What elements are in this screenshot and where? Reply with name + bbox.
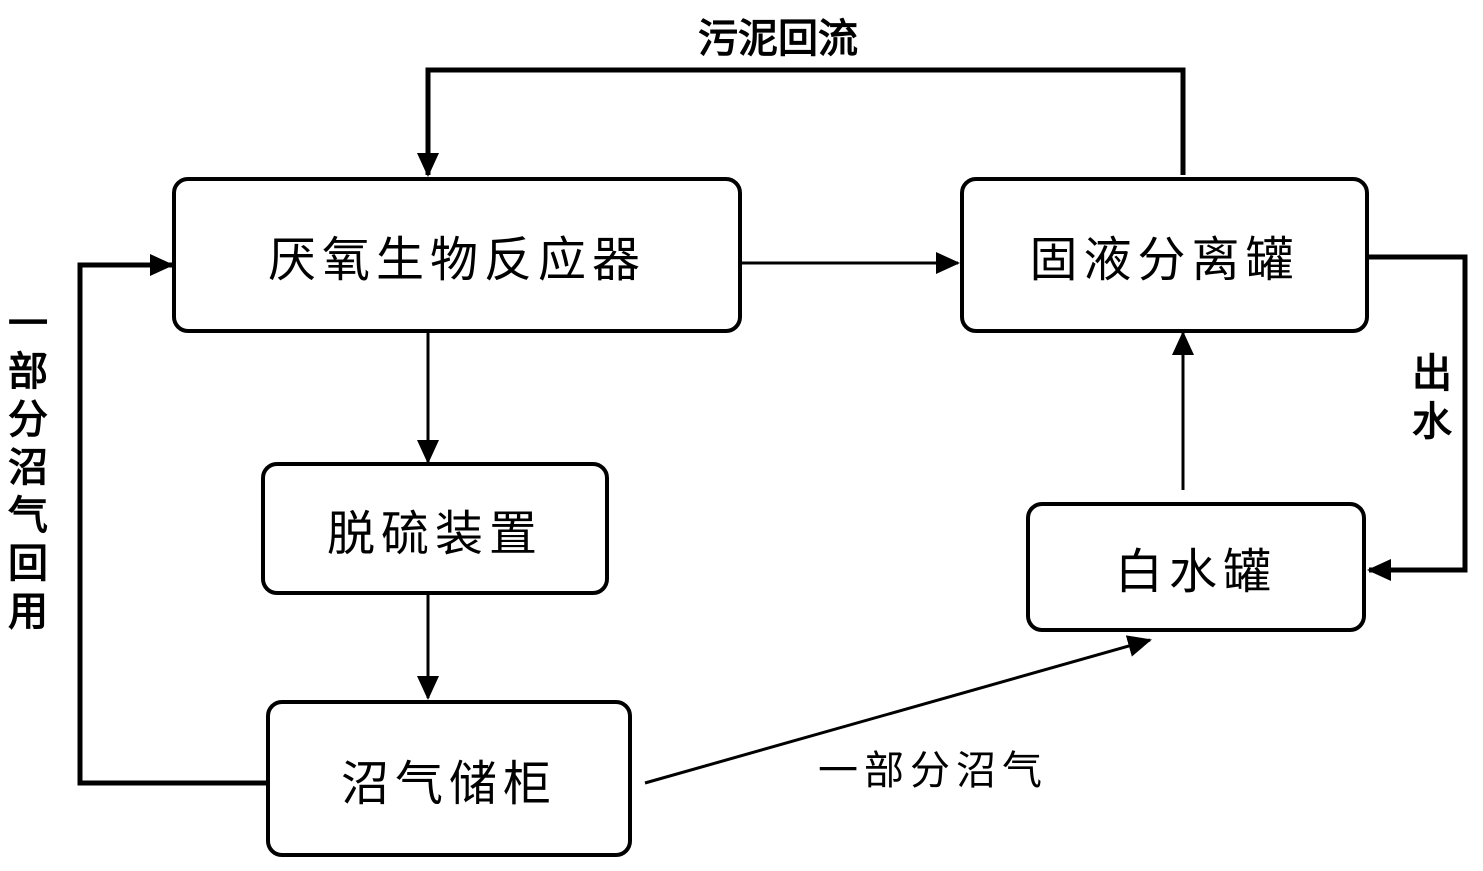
vertical-label-char: 气 [8,493,48,539]
vertical-label-char: 水 [1412,399,1452,445]
vertical-label-char: 沼 [8,445,48,491]
biogas-holder-box: 沼气储柜 [266,700,632,857]
anaerobic-reactor-label: 厌氧生物反应器 [267,232,646,288]
effluent-label: 出水 [1412,350,1452,446]
vertical-label-char: 一 [8,301,48,347]
partial-biogas-label: 一部分沼气 [818,748,1048,794]
effluent-arrow [1367,254,1468,581]
separation-tank-label: 固液分离罐 [1029,232,1300,288]
anaerobic-reactor-box: 厌氧生物反应器 [172,177,742,333]
partial-biogas-reuse-label: 一部分沼气回用 [8,300,48,636]
white-water-tank-box: 白水罐 [1026,502,1366,632]
separation-tank-box: 固液分离罐 [960,177,1369,333]
sludge-return-label: 污泥回流 [698,16,858,62]
desulfurization-box: 脱硫装置 [261,462,609,595]
biogas-holder-label: 沼气储柜 [340,755,557,812]
vertical-label-char: 出 [1412,351,1452,397]
vertical-label-char: 分 [8,397,48,443]
vertical-label-char: 用 [8,589,48,635]
vertical-label-char: 部 [8,349,48,395]
biogas-reuse-arrow [77,254,268,786]
sludge-return-arrow [417,67,1186,177]
desulfurization-label: 脱硫装置 [326,505,543,562]
white-water-tank-label: 白水罐 [1114,544,1277,600]
vertical-label-char: 回 [8,541,48,587]
holder-to-white-water-arrow [644,635,1152,785]
